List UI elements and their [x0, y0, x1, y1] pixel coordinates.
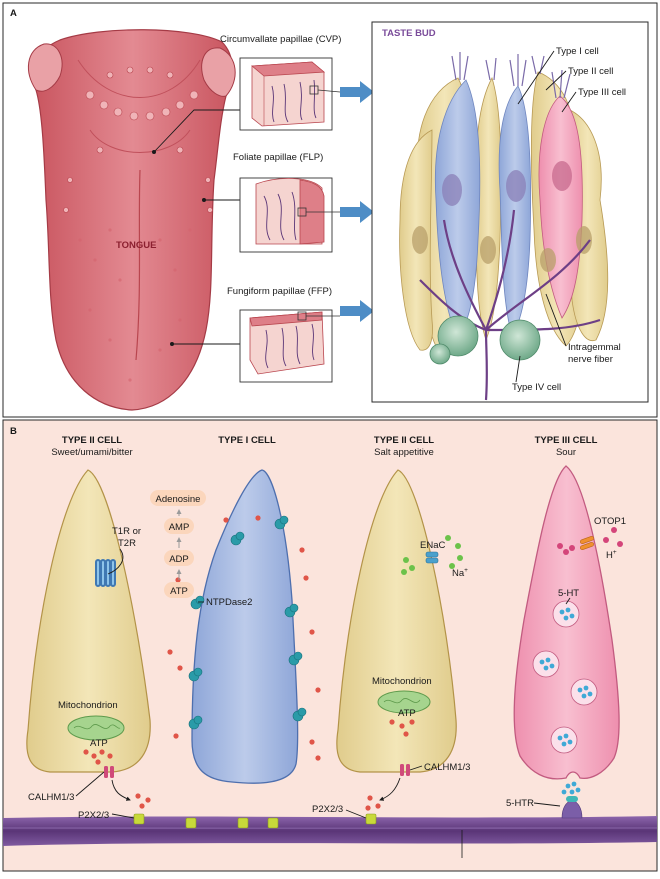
h-label: H+ — [606, 549, 617, 561]
zoom-arrow-cvp — [340, 81, 374, 103]
otop1-channel — [580, 535, 594, 551]
cell-3-title: TYPE II CELL — [374, 435, 434, 446]
mitochondrion-2 — [377, 690, 431, 714]
calhm1-label: CALHM1/3 — [28, 792, 74, 803]
mito2-label: Mitochondrion — [372, 676, 432, 687]
zoom-arrow-flp — [340, 201, 374, 223]
panel-a-letter: A — [10, 8, 17, 19]
type1-label: Type I cell — [556, 46, 599, 57]
type3-label: Type III cell — [578, 87, 626, 98]
adenosine-label: Adenosine — [156, 494, 201, 505]
type2-cell-sweet — [26, 469, 151, 778]
5ht-label: 5-HT — [558, 588, 579, 599]
t1r-label-line1: T1R or — [112, 526, 141, 537]
5htr-label: 5-HTR — [506, 798, 534, 809]
cell-1-title: TYPE II CELL — [62, 435, 122, 446]
type4-label: Type IV cell — [512, 382, 561, 393]
atp2-label: ATP — [398, 708, 416, 719]
t1r-label-line2: T2R — [118, 538, 136, 549]
tongue: TONGUE — [28, 29, 236, 411]
type1-cell — [188, 469, 307, 784]
taste-bud-title: TASTE BUD — [382, 28, 436, 39]
adp-label: ADP — [169, 554, 189, 565]
amp-label: AMP — [169, 522, 190, 533]
type2-cell-salt — [336, 469, 457, 776]
ffp-label: Fungiform papillae (FFP) — [227, 286, 332, 297]
type2-label: Type II cell — [568, 66, 613, 77]
cvp-label: Circumvallate papillae (CVP) — [220, 34, 341, 45]
enac-label: ENaC — [420, 540, 445, 551]
p2x-receptor-1 — [133, 813, 145, 825]
nerve-label-line1: Intragemmal — [568, 342, 621, 353]
cvp-box — [239, 57, 333, 131]
flp-box — [239, 177, 333, 253]
calhm-channel-1 — [104, 766, 114, 778]
p2x-receptors-mid — [185, 817, 279, 829]
type3-cell — [513, 465, 623, 795]
cell-2-title: TYPE I CELL — [218, 435, 276, 446]
na-superscript: + — [464, 567, 468, 574]
na-label: Na+ — [452, 567, 468, 579]
nerve-label-line2: nerve fiber — [568, 354, 613, 365]
h-text: H — [606, 550, 613, 561]
nerve-fiber-band — [2, 816, 658, 858]
atp-cascade — [150, 490, 206, 598]
5htr-receptor — [561, 796, 583, 819]
h-superscript: + — [613, 549, 617, 556]
na-text: Na — [452, 568, 465, 579]
calhm2-label: CALHM1/3 — [424, 762, 470, 773]
cell-4-subtitle: Sour — [556, 447, 576, 458]
calhm-channel-2 — [400, 764, 410, 776]
taste-bud-box: TASTE BUD — [371, 21, 649, 403]
panel-b-letter: B — [10, 426, 17, 437]
tongue-label: TONGUE — [116, 240, 156, 251]
serotonin-vesicles — [532, 600, 598, 754]
p2x2-label: P2X2/3 — [312, 804, 343, 815]
cell-3-subtitle: Salt appetitive — [374, 447, 434, 458]
cell-4-title: TYPE III CELL — [535, 435, 598, 446]
atp-mid-label: ATP — [170, 586, 188, 597]
flp-label: Foliate papillae (FLP) — [233, 152, 323, 163]
mitochondrion-1 — [67, 715, 125, 741]
ffp-box — [239, 309, 333, 383]
enac-channel — [425, 551, 439, 564]
cell-1-subtitle: Sweet/umami/bitter — [51, 447, 132, 458]
gpcr-receptor — [95, 559, 116, 587]
p2x1-label: P2X2/3 — [78, 810, 109, 821]
ntpdase-label: NTPDase2 — [206, 597, 252, 608]
atp1-label: ATP — [90, 738, 108, 749]
otop1-label: OTOP1 — [594, 516, 626, 527]
mito1-label: Mitochondrion — [58, 700, 118, 711]
p2x-receptor-2 — [365, 813, 377, 825]
zoom-arrow-ffp — [340, 300, 374, 322]
